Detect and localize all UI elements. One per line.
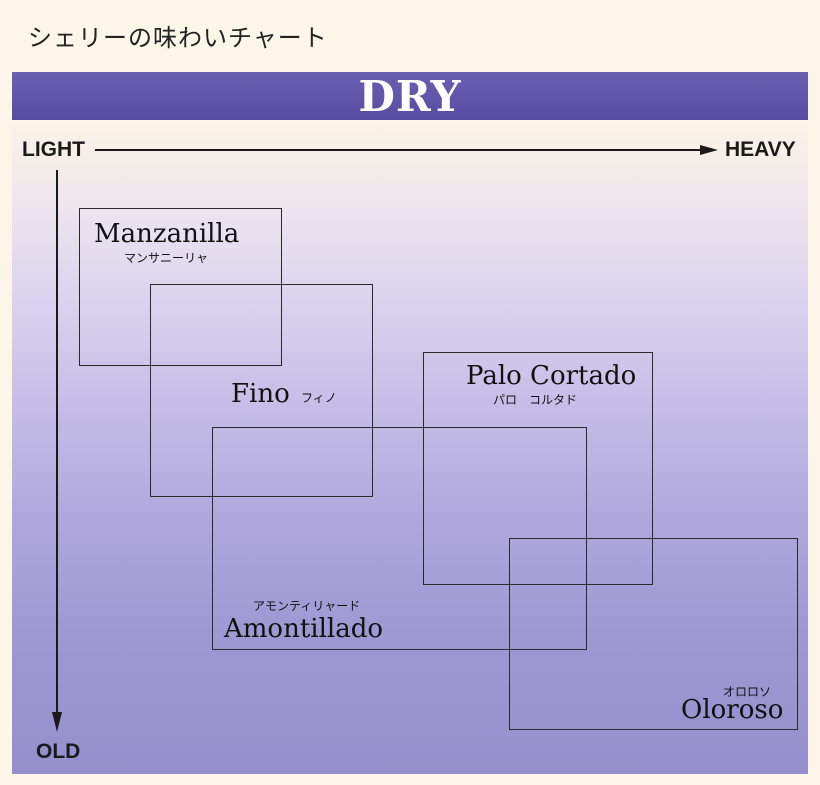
fino-name: Fino	[231, 379, 290, 409]
amontillado-name: Amontillado	[224, 614, 384, 644]
manzanilla-kana: マンサニーリャ	[124, 251, 209, 265]
manzanilla-box	[79, 208, 282, 366]
dry-banner-label: DRY	[358, 72, 462, 121]
chart-title: シェリーの味わいチャート	[28, 24, 328, 52]
palo-cortado-name: Palo Cortado	[466, 361, 637, 391]
vertical-axis-line	[56, 170, 58, 720]
fino-box	[150, 284, 373, 497]
dry-banner: DRY	[12, 72, 808, 121]
oloroso-name: Oloroso	[681, 695, 784, 725]
horizontal-axis-line	[95, 149, 705, 151]
oloroso-box	[509, 538, 798, 730]
chart-panel	[12, 124, 808, 774]
old-label: OLD	[36, 740, 81, 763]
vertical-axis-arrow-icon	[52, 712, 62, 732]
light-label: LIGHT	[22, 138, 85, 161]
amontillado-kana: アモンティリャード	[253, 599, 361, 613]
manzanilla-name: Manzanilla	[94, 219, 240, 249]
horizontal-axis-arrow-icon	[700, 145, 718, 155]
heavy-label: HEAVY	[725, 138, 796, 161]
fino-kana: フィノ	[301, 391, 337, 405]
palo-cortado-box	[423, 352, 653, 585]
oloroso-kana: オロロソ	[723, 685, 772, 699]
palo-cortado-kana: パロ コルタド	[493, 393, 578, 407]
